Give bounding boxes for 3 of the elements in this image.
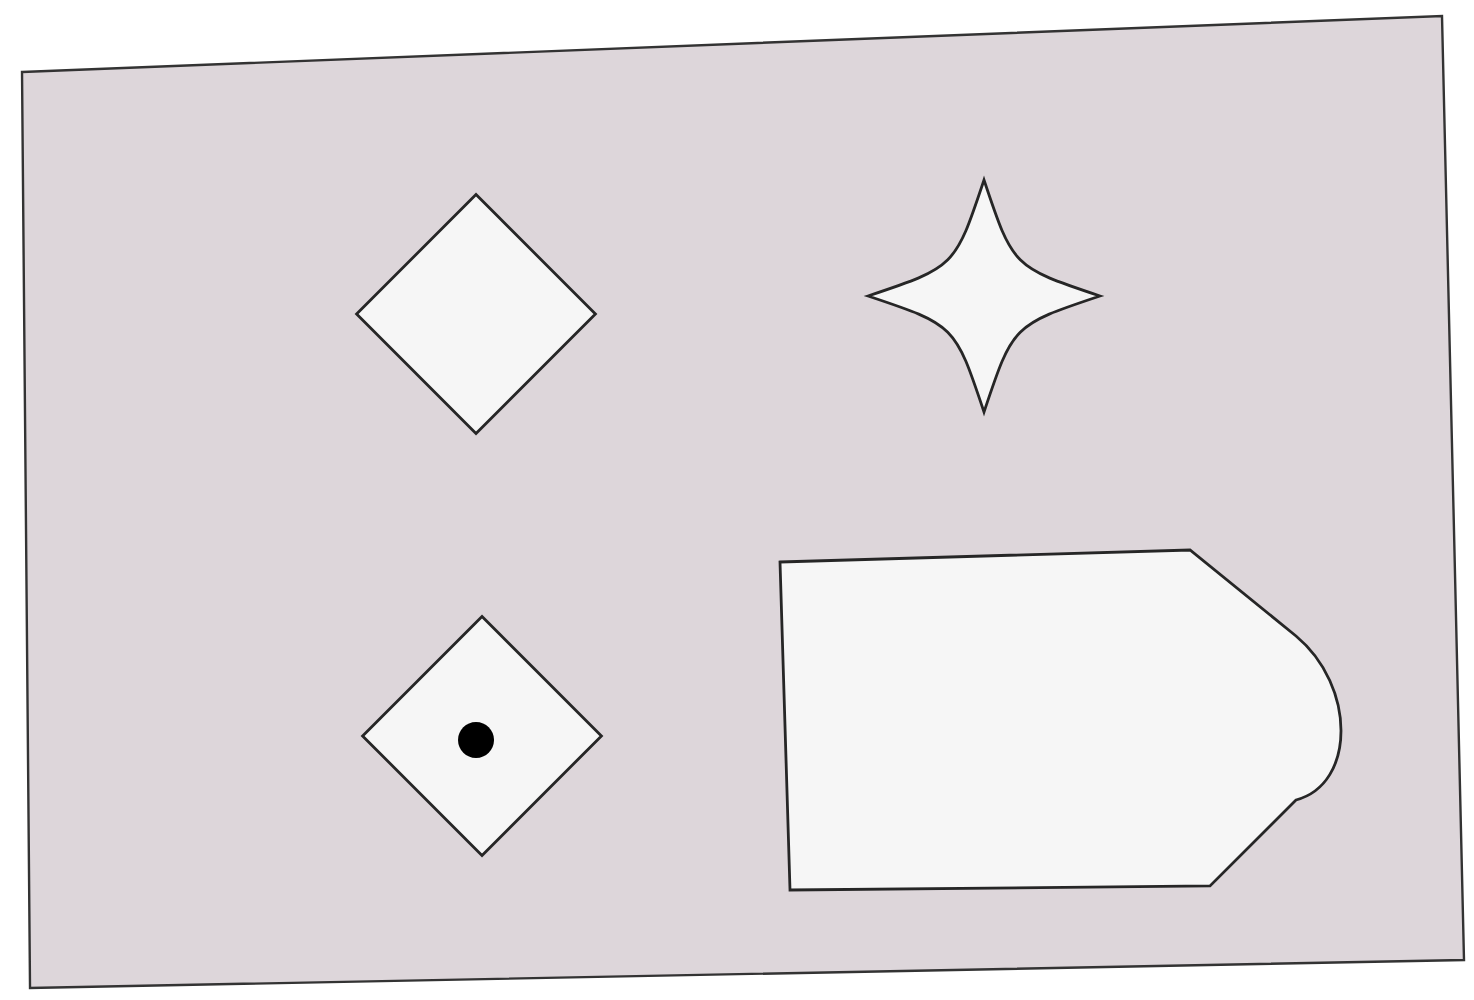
star-shape bbox=[866, 178, 1102, 414]
tag-shape bbox=[778, 548, 1343, 892]
dot bbox=[458, 722, 494, 758]
